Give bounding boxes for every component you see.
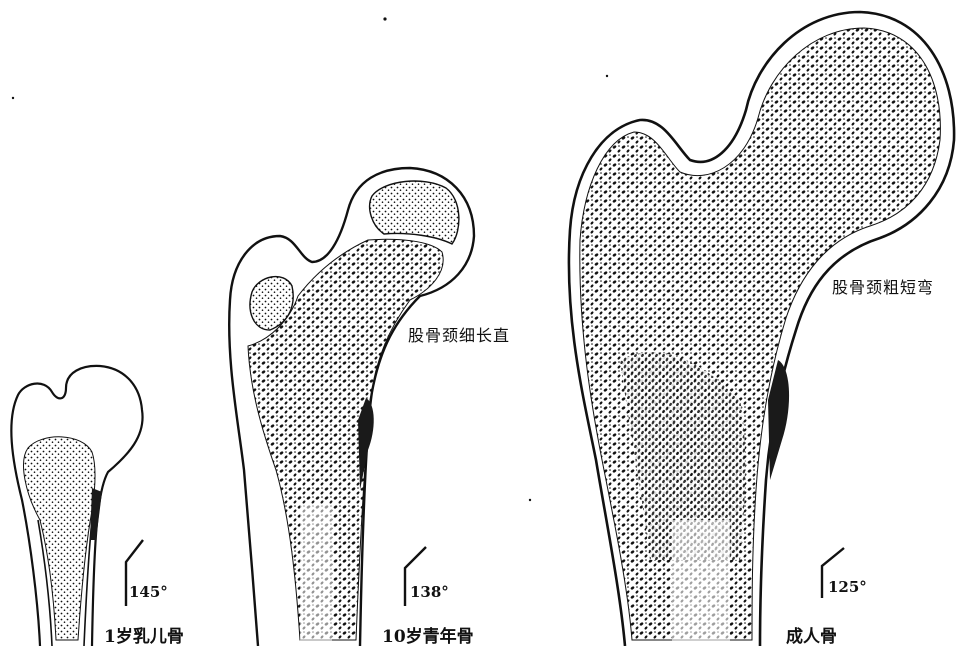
speck <box>529 499 531 501</box>
adult-cancellous-bone <box>580 28 941 640</box>
angle-label-youth: 138° <box>410 583 449 601</box>
infant-femur <box>11 366 142 646</box>
neck-note-youth: 股骨颈细长直 <box>408 322 510 346</box>
neck-note-adult: 股骨颈粗短弯 <box>832 274 934 298</box>
caption-youth: 10岁青年骨 <box>382 622 474 647</box>
speck <box>12 97 14 99</box>
angle-label-adult: 125° <box>828 578 867 596</box>
infant-metaphysis <box>24 437 96 640</box>
speck <box>606 75 608 77</box>
youth-femur <box>229 168 474 646</box>
youth-medullary-canal <box>300 505 332 645</box>
adult-femur <box>569 12 954 646</box>
infant-cortex-shading <box>90 488 102 540</box>
adult-medullary-canal <box>672 520 730 646</box>
speck <box>383 17 386 20</box>
caption-adult: 成人骨 <box>786 622 837 647</box>
angle-label-infant: 145° <box>129 583 168 601</box>
caption-infant: 1岁乳儿骨 <box>104 622 184 647</box>
youth-head-epiphysis <box>370 181 459 244</box>
